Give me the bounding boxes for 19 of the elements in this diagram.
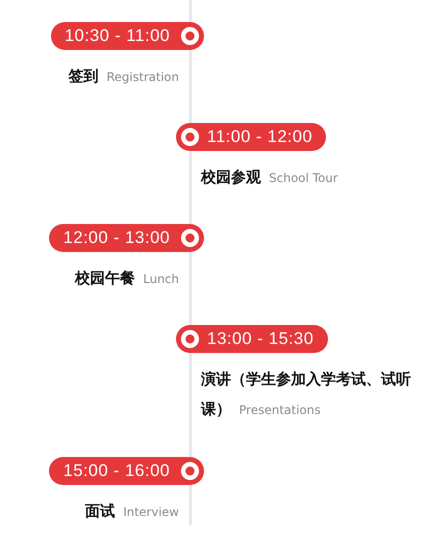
event-title: 面试 <box>85 502 116 520</box>
time-pill <box>176 325 328 353</box>
event-title: 签到 <box>68 67 99 85</box>
time-label: 10:30 - 11:00 <box>64 25 170 47</box>
event-subtitle: Interview <box>123 505 179 519</box>
event-subtitle: Lunch <box>143 272 179 286</box>
event-title: 校园午餐 <box>75 269 136 287</box>
time-label: 11:00 - 12:00 <box>207 126 312 148</box>
event-subtitle: Registration <box>106 70 179 84</box>
event-title: 校园参观 <box>201 168 261 186</box>
time-pill <box>50 22 204 50</box>
time-label: 12:00 - 13:00 <box>63 227 170 249</box>
time-pill <box>176 123 326 151</box>
event-description: 演讲（学生参加入学考试、试听课） Presentations <box>201 369 412 420</box>
event-subtitle: School Tour <box>269 171 338 185</box>
time-pill <box>49 457 204 485</box>
time-label: 15:00 - 16:00 <box>63 460 170 482</box>
time-label: 13:00 - 15:30 <box>207 328 314 350</box>
time-pill <box>49 224 204 252</box>
